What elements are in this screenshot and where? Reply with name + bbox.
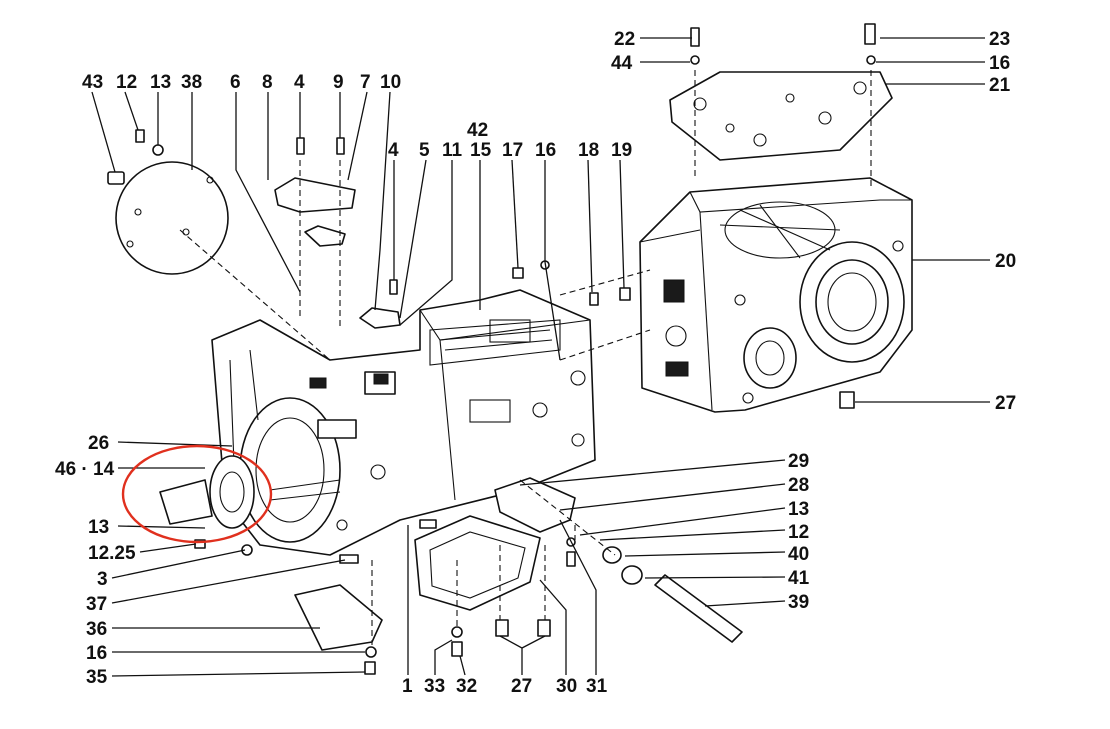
label-22: 22 <box>614 29 635 50</box>
label-16-b: 16 <box>989 53 1010 74</box>
top-cover-part <box>669 71 893 161</box>
label-11: 11 <box>442 140 463 161</box>
label-17: 17 <box>502 140 523 161</box>
label-36: 36 <box>86 619 107 640</box>
side-cover-part <box>115 161 229 275</box>
label-1: 1 <box>402 676 413 697</box>
label-27-b: 27 <box>511 676 532 697</box>
label-15: 15 <box>470 140 492 161</box>
label-18: 18 <box>578 140 599 161</box>
label-16: 16 <box>535 140 556 161</box>
label-8: 8 <box>262 72 273 93</box>
assembly-lines <box>179 70 872 645</box>
label-12-b: 12 <box>788 522 809 543</box>
label-35: 35 <box>86 667 108 688</box>
label-20: 20 <box>995 251 1016 272</box>
label-12: 12 <box>116 72 137 93</box>
bottom-cover-part <box>294 584 383 651</box>
shaft-39-part <box>602 546 743 643</box>
label-31: 31 <box>586 676 608 697</box>
rear-housing-part <box>639 177 913 413</box>
label-13: 13 <box>150 72 171 93</box>
label-16-c: 16 <box>86 643 107 664</box>
label-37: 37 <box>86 594 107 615</box>
label-42: 42 <box>467 120 488 141</box>
label-40: 40 <box>788 544 809 565</box>
oil-pan-part <box>414 515 541 611</box>
label-3: 3 <box>97 569 108 590</box>
label-33: 33 <box>424 676 445 697</box>
label-46-14: 46 · 14 <box>55 459 115 480</box>
fasteners <box>107 23 876 675</box>
label-23: 23 <box>989 29 1010 50</box>
output-flange-part <box>159 455 255 529</box>
label-43: 43 <box>82 72 103 93</box>
label-29: 29 <box>788 451 809 472</box>
label-27: 27 <box>995 393 1016 414</box>
label-41: 41 <box>788 568 810 589</box>
highlight-circle <box>121 444 273 544</box>
label-30: 30 <box>556 676 577 697</box>
label-28: 28 <box>788 475 809 496</box>
label-13-c: 13 <box>788 499 809 520</box>
label-10: 10 <box>380 72 401 93</box>
label-26: 26 <box>88 433 109 454</box>
label-4-b: 4 <box>388 140 399 161</box>
label-7: 7 <box>360 72 371 93</box>
label-6: 6 <box>230 72 241 93</box>
label-12-25: 12.25 <box>88 543 136 564</box>
label-9: 9 <box>333 72 344 93</box>
label-4: 4 <box>294 72 305 93</box>
label-19: 19 <box>611 140 632 161</box>
leader-lines <box>91 37 990 677</box>
label-13-b: 13 <box>88 517 109 538</box>
label-44: 44 <box>611 53 633 74</box>
gasket-part <box>494 477 576 533</box>
label-32: 32 <box>456 676 477 697</box>
label-21: 21 <box>989 75 1011 96</box>
label-39: 39 <box>788 592 809 613</box>
shift-plate-part <box>274 177 401 329</box>
part-labels: 43 12 13 38 6 8 4 9 7 10 42 4 5 11 15 17… <box>55 29 1016 697</box>
label-5: 5 <box>419 140 430 161</box>
label-38: 38 <box>181 72 202 93</box>
